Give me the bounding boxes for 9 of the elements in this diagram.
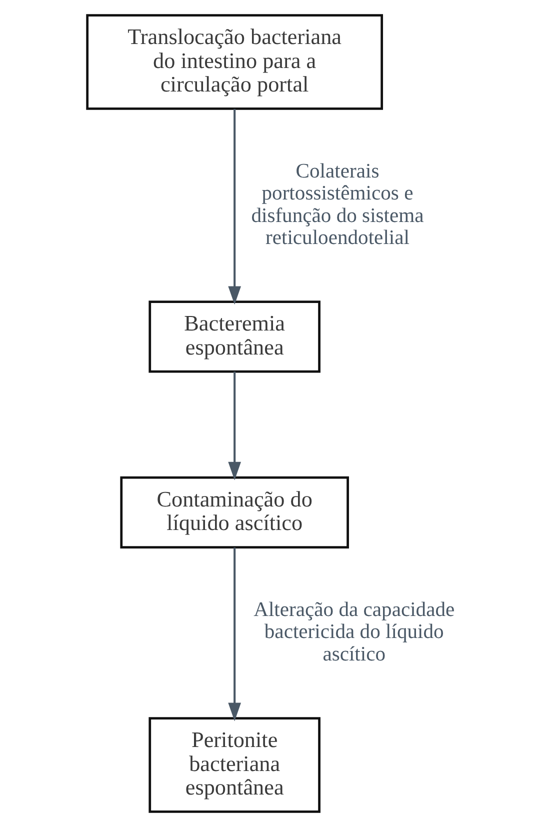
node-box: Translocação bacteriana do intestino para a circulação portal — [86, 14, 383, 110]
node-box: Contaminação do líquido ascítico — [120, 476, 348, 548]
arrow — [228, 372, 241, 480]
arrow — [228, 548, 241, 722]
edge-label: Colaterais portossistêmicos e disfunção do sistema reticuloendotelial — [250, 160, 424, 249]
arrow — [228, 109, 241, 305]
node-box: Peritonite bacteriana espontânea — [148, 717, 320, 813]
edge-label: Alteração da capacidade bactericida do líquido ascítico — [253, 599, 454, 666]
node-box: Bacteremia espontânea — [148, 300, 320, 373]
